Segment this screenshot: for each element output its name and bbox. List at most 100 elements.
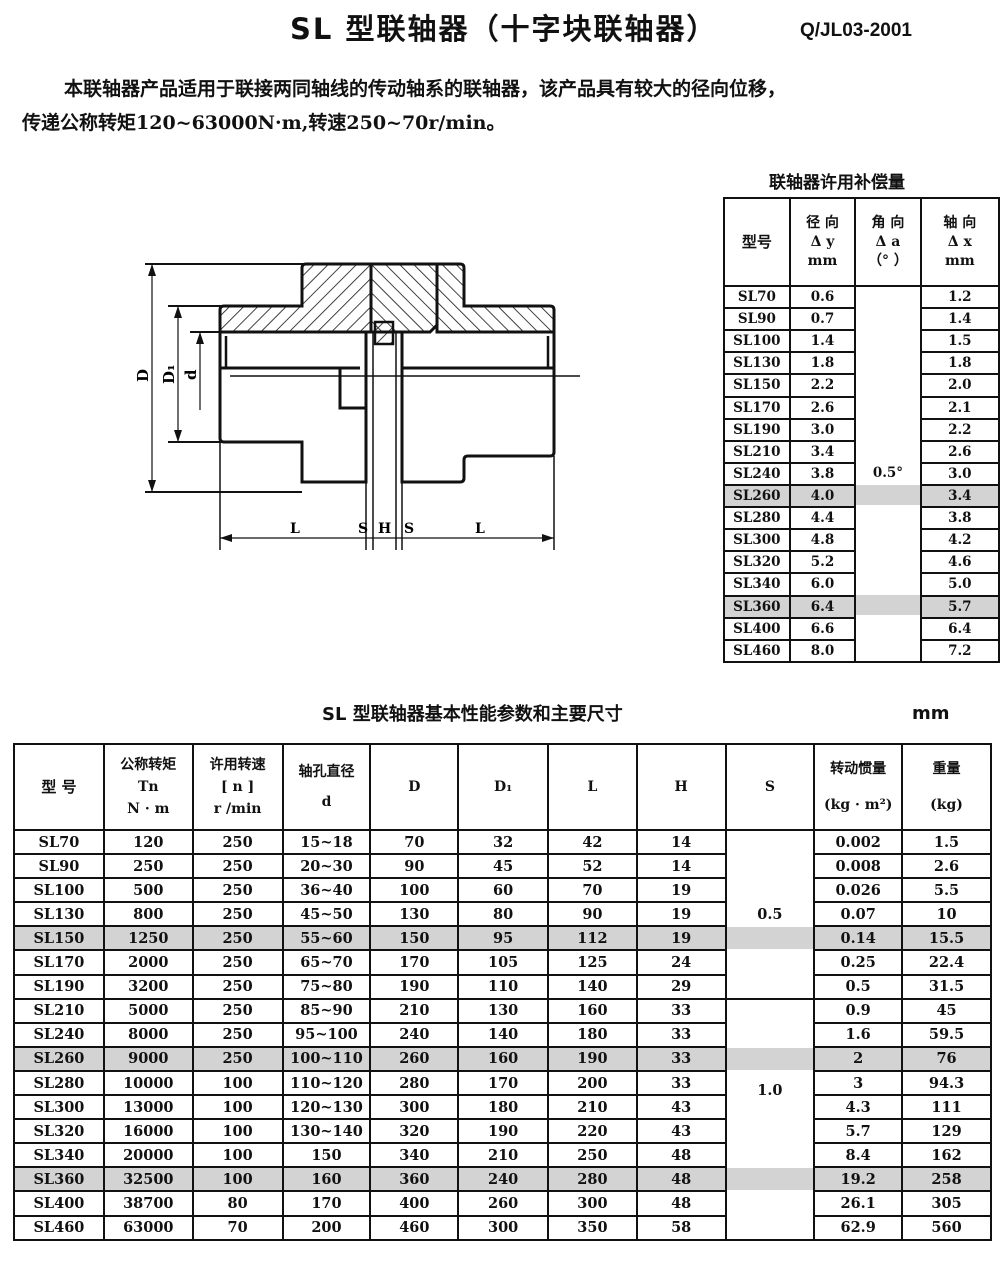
cell-bore: 20~30 [281,853,372,880]
cell-model: SL70 [13,828,105,856]
cell-speed: 250 [191,1045,284,1072]
cell-weight: 15.5 [901,925,992,952]
cell-inertia: 0.14 [813,925,904,952]
cell-radial: 2.2 [788,373,857,398]
cell-d1: 105 [457,949,550,976]
cell-axial: 1.8 [919,351,1000,376]
cell-d1: 80 [457,901,550,928]
cell-speed: 250 [191,853,284,880]
cell-d1: 160 [457,1045,550,1072]
performance-header-row: 型 号 公称转矩 Tn N · m 许用转速 [ n ] r /min 轴孔直径… [13,743,992,831]
cell-h: 24 [635,949,727,976]
cell-radial: 8.0 [788,638,857,664]
header-L: L [547,743,638,831]
cell-inertia: 26.1 [813,1190,904,1217]
cell-inertia: 8.4 [813,1142,904,1169]
cell-weight: 59.5 [901,1021,992,1048]
cell-bore: 100~110 [281,1045,372,1072]
cell-speed: 100 [191,1142,284,1169]
cell-radial: 0.7 [788,307,857,332]
header-speed: 许用转速 [ n ] r /min [191,743,284,831]
cell-bore: 170 [281,1190,372,1217]
cell-inertia: 3 [813,1069,904,1097]
cell-d: 90 [369,853,460,880]
cell-weight: 10 [901,901,992,928]
page-title: SL 型联轴器（十字块联轴器） [290,12,718,46]
cell-d1: 180 [457,1094,550,1121]
cell-axial: 2.1 [919,395,1000,420]
cell-bore: 160 [281,1166,372,1193]
s-value: 0.5 [757,906,783,924]
cell-weight: 129 [901,1118,992,1145]
product-description: 本联轴器产品适用于联接两同轴线的传动轴系的联轴器，该产品具有较大的径向位移， 传… [22,72,997,140]
cell-torque: 500 [102,877,194,904]
cell-inertia: 2 [813,1045,904,1072]
header-bore: 轴孔直径 d [281,743,372,831]
cell-model: SL460 [13,1214,105,1241]
cell-weight: 5.5 [901,877,992,904]
cell-inertia: 0.5 [813,973,904,1000]
cell-h: 33 [635,1021,727,1048]
cell-radial: 3.4 [788,439,857,464]
cell-radial: 4.8 [788,528,857,553]
cell-l: 280 [547,1166,638,1193]
cell-model: SL100 [13,877,105,904]
description-line-1: 本联轴器产品适用于联接两同轴线的传动轴系的联轴器，该产品具有较大的径向位移， [64,78,787,100]
cell-speed: 250 [191,997,284,1024]
cell-l: 140 [547,973,638,1000]
cell-torque: 800 [102,901,194,928]
cell-d1: 32 [457,828,550,856]
cell-axial: 1.4 [919,307,1000,332]
cell-l: 210 [547,1094,638,1121]
cell-d: 240 [369,1021,460,1048]
cell-speed: 100 [191,1094,284,1121]
cell-axial: 4.2 [919,528,1000,553]
cell-inertia: 19.2 [813,1166,904,1193]
cell-h: 19 [635,901,727,928]
cell-radial: 0.6 [788,284,857,310]
cell-axial: 6.4 [919,616,1000,641]
cell-weight: 22.4 [901,949,992,976]
cell-radial: 4.4 [788,506,857,531]
cell-model: SL190 [13,973,105,1000]
cell-axial: 2.0 [919,373,1000,398]
dim-label-L-left: L [290,521,300,537]
cell-inertia: 0.002 [813,828,904,856]
dim-label-D1: D₁ [160,364,178,384]
cell-axial: 5.0 [919,572,1000,597]
cell-model: SL340 [723,572,791,597]
cell-model: SL130 [723,351,791,376]
cell-l: 112 [547,925,638,952]
cell-speed: 80 [191,1190,284,1217]
cell-torque: 32500 [102,1166,194,1193]
cell-d: 460 [369,1214,460,1241]
cell-d1: 210 [457,1142,550,1169]
cell-d1: 60 [457,877,550,904]
cell-model: SL90 [13,853,105,880]
cell-torque: 20000 [102,1142,194,1169]
cell-d1: 190 [457,1118,550,1145]
shade-band [726,927,814,950]
cell-d: 170 [369,949,460,976]
cell-model: SL400 [13,1190,105,1217]
cell-l: 70 [547,877,638,904]
standard-code: Q/JL03-2001 [800,20,912,41]
cell-speed: 250 [191,1021,284,1048]
cell-inertia: 62.9 [813,1214,904,1241]
header-S: S [724,743,816,831]
cell-radial: 3.8 [788,461,857,486]
cell-weight: 162 [901,1142,992,1169]
description-line-2: 传递公称转矩120~63000N·m,转速250~70r/min。 [22,112,506,134]
cell-l: 52 [547,853,638,880]
cell-bore: 75~80 [281,973,372,1000]
